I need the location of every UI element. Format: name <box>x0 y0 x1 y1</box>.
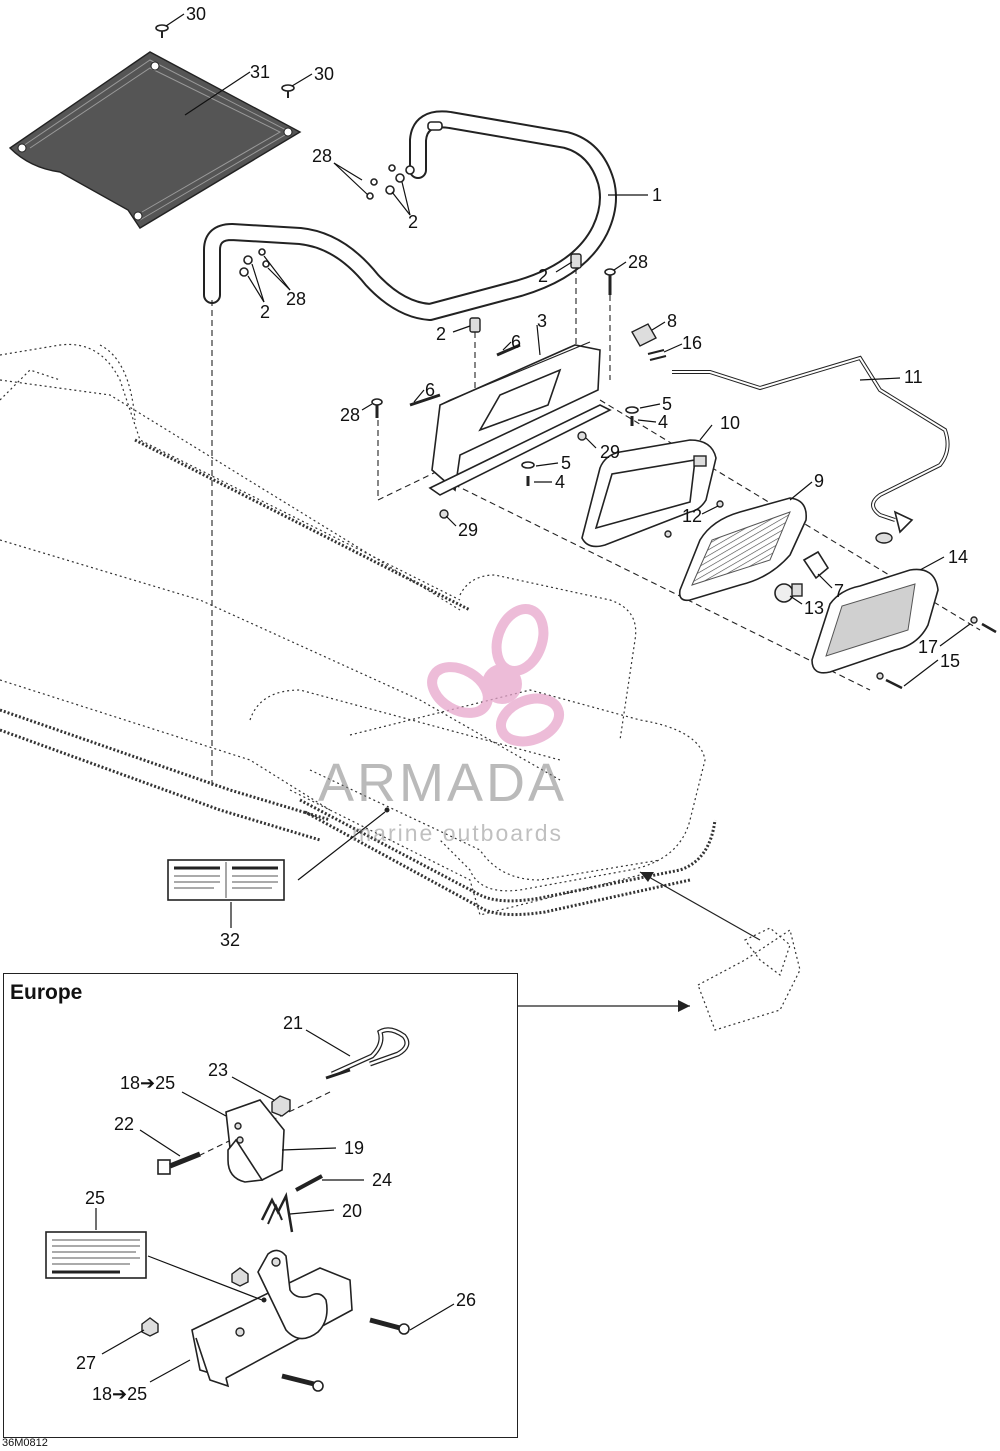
part-22-bolt <box>157 1151 201 1175</box>
callout-24: 24 <box>372 1170 392 1190</box>
part-20-spring <box>260 1192 294 1233</box>
callout-2-d: 2 <box>436 324 446 344</box>
callout-26: 26 <box>456 1290 476 1310</box>
callout-29-b: 29 <box>458 520 478 540</box>
callout-18-25-a: 18➔25 <box>120 1073 175 1093</box>
part-17-washers <box>876 616 978 680</box>
callout-19: 19 <box>344 1138 364 1158</box>
diagram-code: 36M0812 <box>2 1437 48 1449</box>
part-7-socket <box>802 550 830 580</box>
callout-17: 17 <box>918 637 938 657</box>
part-3-bracket <box>428 341 612 496</box>
part-30-screw-a <box>155 24 169 38</box>
part-16-terminals <box>647 349 667 361</box>
part-24-pin <box>295 1174 323 1192</box>
callout-8: 8 <box>667 311 677 331</box>
hitch-arrow-line <box>639 871 761 941</box>
callout-28-b: 28 <box>628 252 648 272</box>
europe-receiver <box>191 1249 353 1388</box>
europe-inset-box <box>3 973 518 1438</box>
callout-28-a: 28 <box>312 146 332 166</box>
part-26-bolts <box>281 1317 410 1392</box>
part-8-connector <box>631 323 657 347</box>
watermark-logo <box>427 604 565 747</box>
part-32-label <box>167 859 285 901</box>
hitch-outline <box>697 927 801 1031</box>
part-27-nuts <box>141 1267 249 1337</box>
callout-16: 16 <box>682 333 702 353</box>
callout-27: 27 <box>76 1353 96 1373</box>
part-30-screw-b <box>281 84 295 98</box>
rear-bumper-frame <box>249 574 717 917</box>
part-6-bolts <box>409 343 521 407</box>
callout-1: 1 <box>652 185 662 205</box>
part-1-bumper-bar <box>203 110 617 321</box>
callout-6-b: 6 <box>425 380 435 400</box>
callout-21: 21 <box>283 1013 303 1033</box>
callout-5-b: 5 <box>561 453 571 473</box>
callout-7: 7 <box>834 581 844 601</box>
part-21-hitch-pin <box>325 1027 410 1080</box>
callout-14: 14 <box>948 547 968 567</box>
part-11-wiring-harness <box>672 355 950 544</box>
callout-15: 15 <box>940 651 960 671</box>
callout-29-a: 29 <box>600 442 620 462</box>
part-5-washers <box>521 406 639 469</box>
callout-22: 22 <box>114 1114 134 1134</box>
part-10-light-housing <box>581 439 717 548</box>
part-28-bolt-right <box>604 268 616 295</box>
callout-25: 25 <box>85 1188 105 1208</box>
tunnel-outline <box>0 343 561 811</box>
callout-6-a: 6 <box>511 332 521 352</box>
track-chain <box>0 438 471 842</box>
callout-2-b: 2 <box>538 266 548 286</box>
callout-2-c: 2 <box>260 302 270 322</box>
part-23-nut <box>271 1095 291 1117</box>
inset-arrow-head <box>678 1000 690 1012</box>
part-13-bulb <box>774 583 803 603</box>
part-29-nuts <box>439 431 587 519</box>
callout-9: 9 <box>814 471 824 491</box>
callout-30-b: 30 <box>314 64 334 84</box>
part-28-bolt-left <box>371 398 383 418</box>
europe-inset-title: Europe <box>10 981 83 1004</box>
callout-13: 13 <box>804 598 824 618</box>
part-15-screws <box>885 622 997 690</box>
callout-11: 11 <box>904 367 923 387</box>
part-2-bushings-left <box>239 248 270 277</box>
leader-lines <box>95 13 971 1383</box>
callout-28-c: 28 <box>286 289 306 309</box>
callout-28-d: 28 <box>340 405 360 425</box>
part-19-hitch-body <box>225 1099 285 1183</box>
callout-4-a: 4 <box>658 412 668 432</box>
callout-18-25-b: 18➔25 <box>92 1384 147 1404</box>
callout-5-a: 5 <box>662 394 672 414</box>
callout-12: 12 <box>682 506 702 526</box>
callout-32: 32 <box>220 930 240 950</box>
part-4-screws <box>526 416 634 486</box>
callout-2-a: 2 <box>408 212 418 232</box>
hitch-arrow-head <box>640 872 654 882</box>
callout-20: 20 <box>342 1201 362 1221</box>
part-2-bushings-upper <box>366 164 415 200</box>
callout-30-a: 30 <box>186 4 206 24</box>
callouts: 30 31 30 28 2 1 2 28 2 28 2 3 8 16 6 11 … <box>76 4 968 1404</box>
watermark-tagline: marine outboards <box>352 820 563 846</box>
part-25-label <box>45 1231 147 1279</box>
callout-23: 23 <box>208 1060 228 1080</box>
part-12-nuts <box>664 500 724 538</box>
callout-31: 31 <box>250 62 270 82</box>
callout-4-b: 4 <box>555 472 565 492</box>
part-14-lens-cover <box>811 568 939 674</box>
part-2-spacer-a <box>570 253 582 269</box>
part-2-spacer-b <box>469 317 481 333</box>
callout-10: 10 <box>720 413 740 433</box>
part-31-mat <box>8 51 302 229</box>
callout-3: 3 <box>537 311 547 331</box>
part-9-reflector <box>678 497 807 602</box>
watermark-name: ARMADA <box>318 753 568 813</box>
